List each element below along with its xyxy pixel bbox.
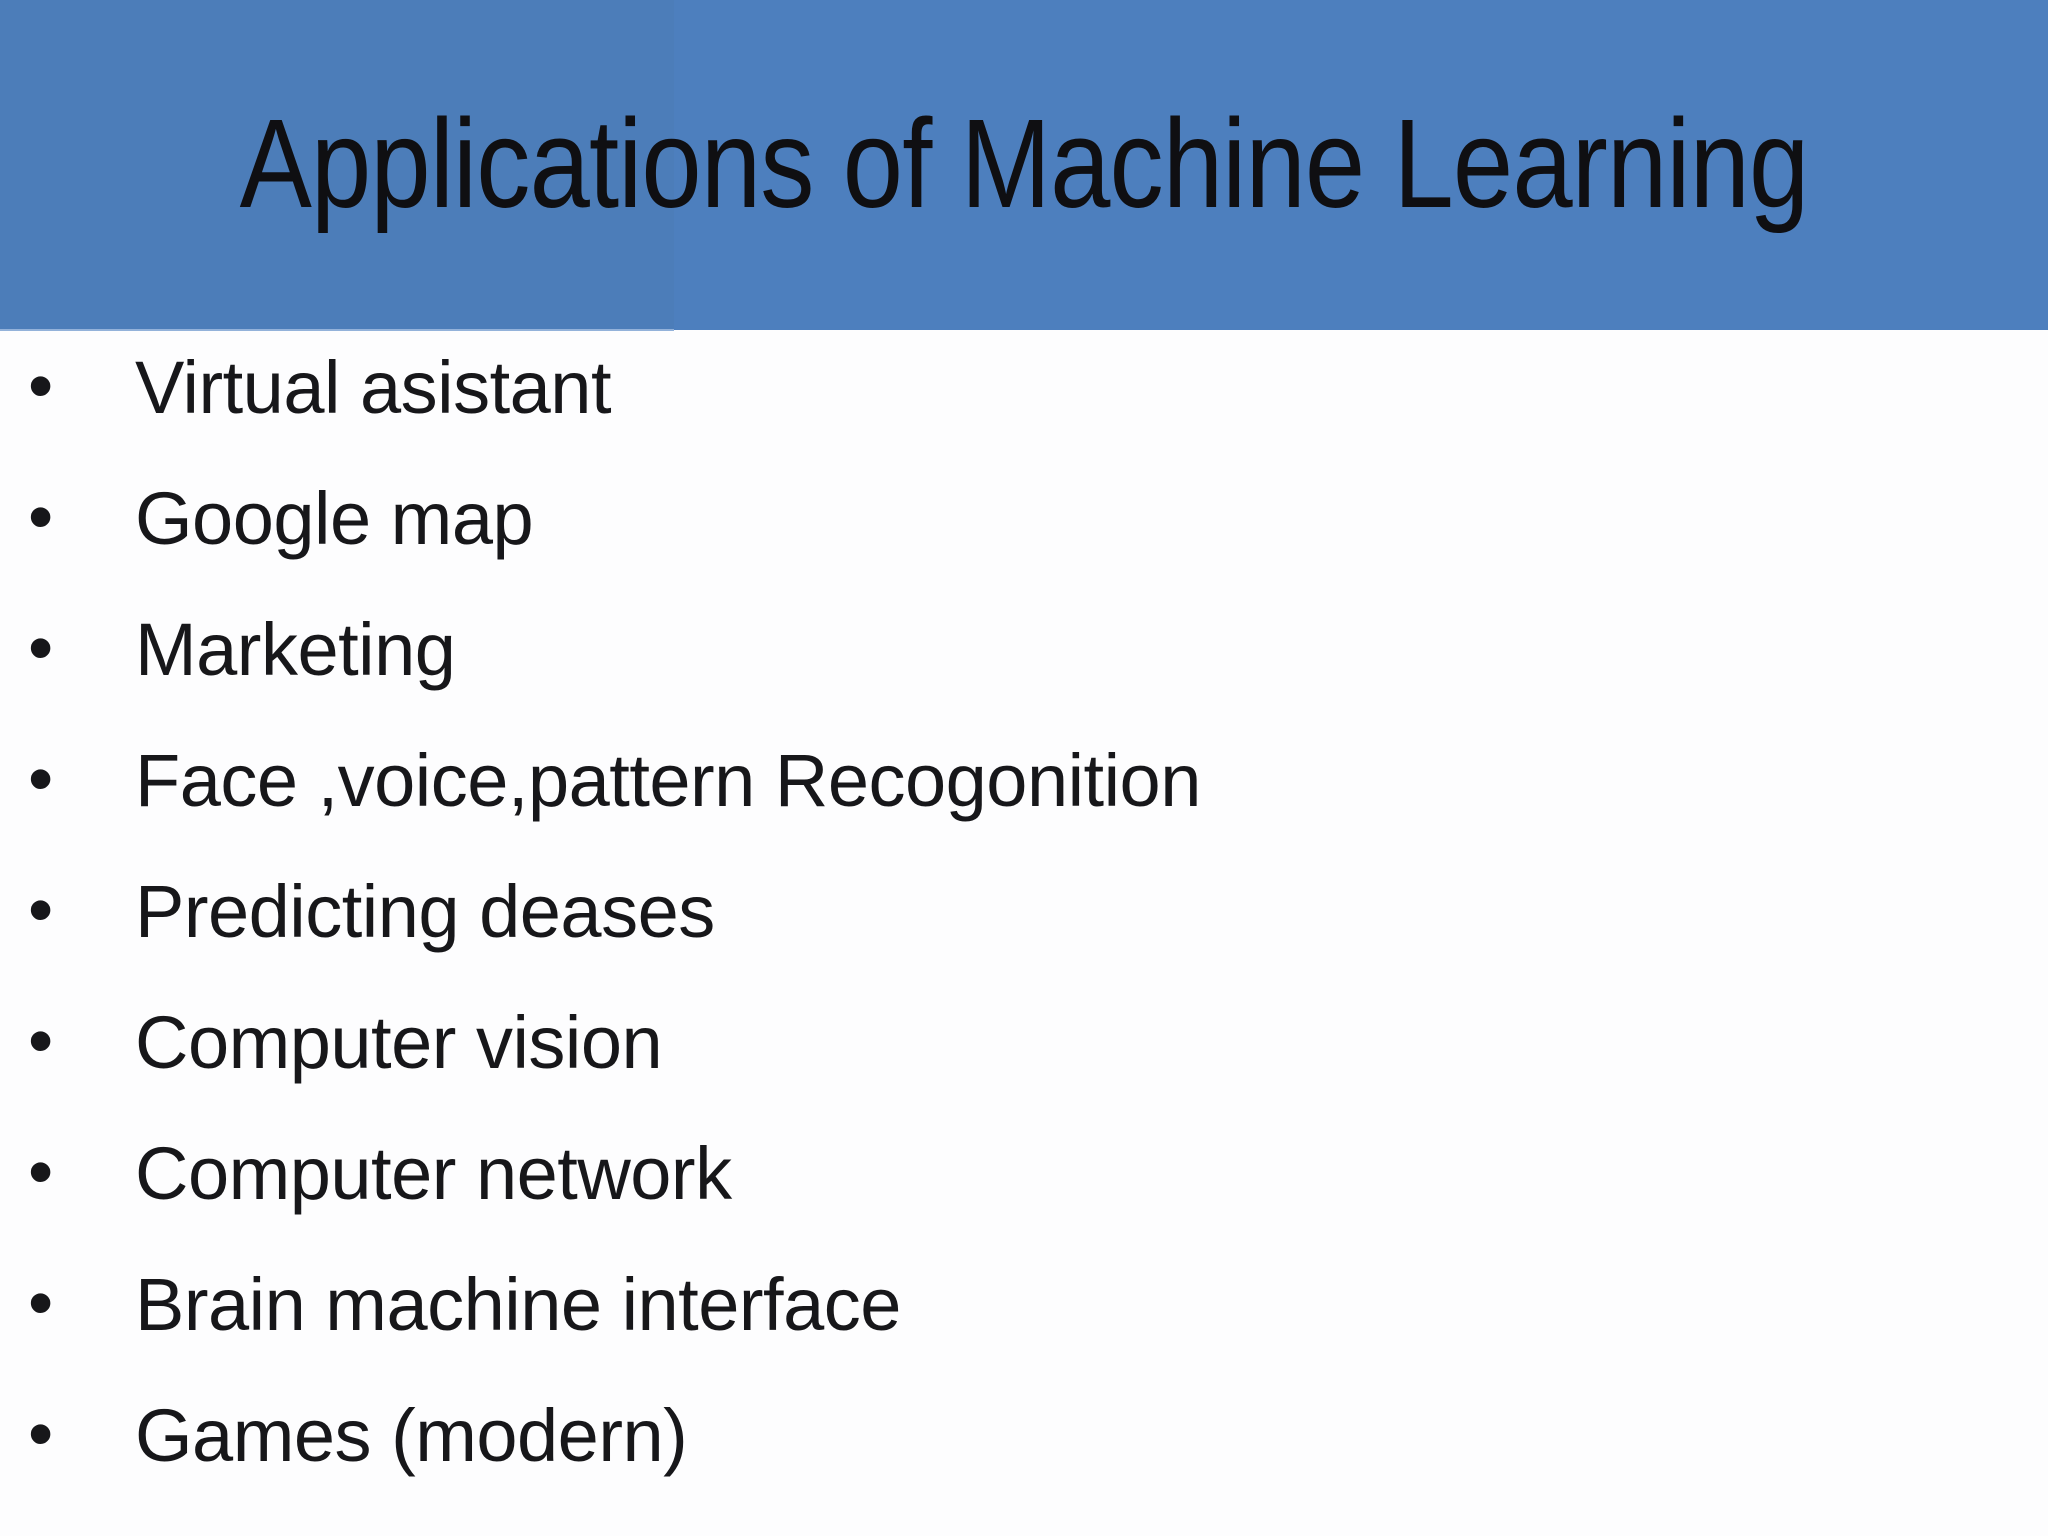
bullet-icon: • xyxy=(28,608,54,688)
list-item: • Face ,voice,pattern Recogonition xyxy=(0,715,2048,846)
bullet-icon: • xyxy=(28,1132,54,1212)
title-band-overlay xyxy=(0,0,674,329)
list-item: • Brain machine interface xyxy=(0,1239,2048,1370)
bullet-text: Predicting deases xyxy=(135,870,715,953)
list-item: • Google map xyxy=(0,453,2048,584)
list-item: • Marketing xyxy=(0,584,2048,715)
bullet-text: Brain machine interface xyxy=(135,1263,901,1346)
bullet-icon: • xyxy=(28,739,54,819)
list-item: • Games (modern) xyxy=(0,1370,2048,1501)
bullet-text: Face ,voice,pattern Recogonition xyxy=(135,739,1201,822)
title-band xyxy=(0,0,2048,330)
bullet-text: Computer network xyxy=(135,1132,732,1215)
bullet-text: Games (modern) xyxy=(135,1394,688,1477)
slide-title: Applications of Machine Learning xyxy=(239,93,1810,234)
bullet-text: Marketing xyxy=(135,608,456,691)
list-item: • Virtual asistant xyxy=(0,322,2048,453)
bullet-text: Computer vision xyxy=(135,1001,663,1084)
bullet-icon: • xyxy=(28,870,54,950)
bullet-list: • Virtual asistant • Google map • Market… xyxy=(0,322,2048,1501)
list-item: • Predicting deases xyxy=(0,846,2048,977)
list-item: • Computer network xyxy=(0,1108,2048,1239)
bullet-icon: • xyxy=(28,346,54,426)
bullet-text: Virtual asistant xyxy=(135,346,612,429)
bullet-text: Google map xyxy=(135,477,534,560)
bullet-icon: • xyxy=(28,1263,54,1343)
bullet-icon: • xyxy=(28,1001,54,1081)
bullet-icon: • xyxy=(28,477,54,557)
bullet-icon: • xyxy=(28,1394,54,1474)
list-item: • Computer vision xyxy=(0,977,2048,1108)
